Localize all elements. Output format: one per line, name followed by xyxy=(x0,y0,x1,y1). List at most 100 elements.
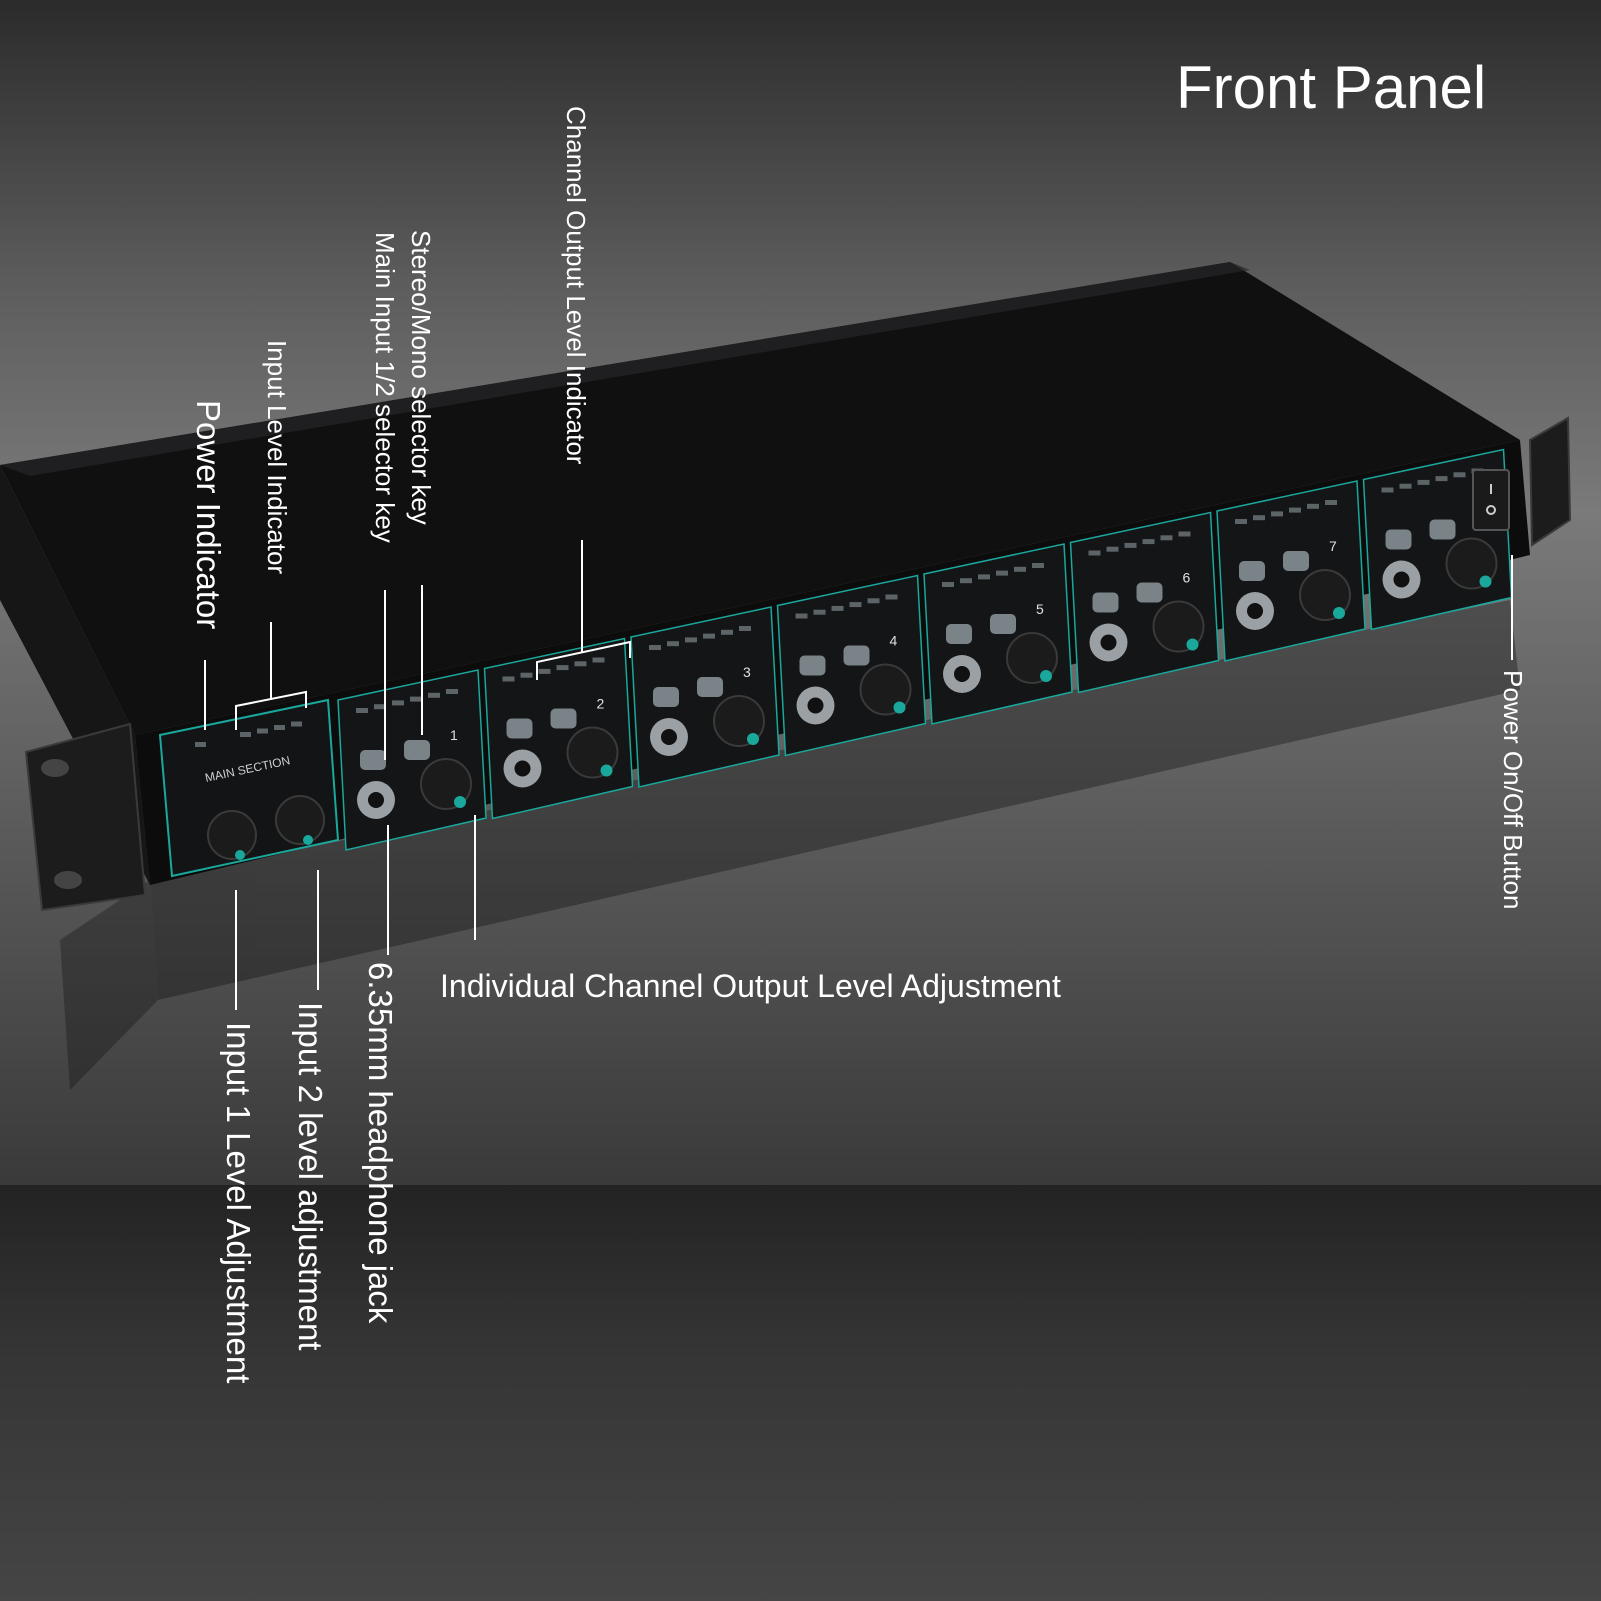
main-meter-led xyxy=(257,728,268,734)
meter-led xyxy=(1142,539,1155,545)
meter-led xyxy=(942,582,954,587)
meter-led xyxy=(1235,519,1247,524)
channel-strips: 1 2 3 4 5 6 78 xyxy=(337,448,1513,851)
jack-hole xyxy=(514,760,531,777)
channel-number: 3 xyxy=(743,664,751,680)
input-selector-key[interactable] xyxy=(946,624,972,644)
meter-led xyxy=(1325,500,1337,505)
mono-selector-key[interactable] xyxy=(404,740,430,760)
meter-led xyxy=(374,704,386,710)
knob-indicator xyxy=(747,733,759,745)
meter-led xyxy=(1435,476,1448,482)
knob-indicator xyxy=(1479,575,1492,588)
input-selector-key[interactable] xyxy=(360,750,386,770)
power-switch[interactable] xyxy=(1472,469,1510,531)
jack-hole xyxy=(1393,571,1410,588)
callout-lines xyxy=(204,540,1513,1010)
input-selector-key[interactable] xyxy=(1385,529,1412,550)
channel-number: 2 xyxy=(597,696,605,712)
jack-hole xyxy=(807,697,824,714)
meter-led xyxy=(574,661,587,667)
knob-indicator xyxy=(1040,670,1052,682)
meter-led xyxy=(721,629,733,635)
knob-indicator xyxy=(454,796,466,808)
meter-led xyxy=(960,578,972,584)
meter-led xyxy=(446,689,458,694)
channel-strip-6: 6 xyxy=(1069,511,1220,694)
meter-led xyxy=(1381,487,1394,493)
meter-led xyxy=(649,645,661,650)
channel-strip-3: 3 xyxy=(630,606,780,788)
mono-selector-key[interactable] xyxy=(990,614,1016,634)
meter-led xyxy=(849,602,862,608)
meter-led xyxy=(1417,479,1430,485)
channel-strip-2: 2 xyxy=(483,637,634,820)
input-selector-key[interactable] xyxy=(1092,592,1119,613)
mono-selector-key[interactable] xyxy=(1429,519,1456,540)
mixer-reflection xyxy=(60,600,1520,1090)
meter-led xyxy=(885,594,898,600)
meter-led xyxy=(538,668,551,674)
channel-number: 6 xyxy=(1183,570,1191,586)
mono-selector-key[interactable] xyxy=(550,708,577,729)
callout-power-indicator: Power Indicator xyxy=(190,400,227,630)
main-input-2-knob[interactable] xyxy=(275,795,325,845)
jack-hole xyxy=(368,792,384,808)
callout-channel-output-level-indicator: Channel Output Level Indicator xyxy=(561,106,591,465)
meter-led xyxy=(1307,503,1319,509)
channel-number: 5 xyxy=(1036,601,1044,617)
meter-led xyxy=(996,570,1008,576)
meter-led xyxy=(502,676,515,682)
meter-led xyxy=(392,700,404,706)
jack-hole xyxy=(954,666,970,682)
input-selector-key[interactable] xyxy=(506,718,533,739)
input-selector-key[interactable] xyxy=(1239,561,1265,581)
meter-led xyxy=(1271,511,1283,517)
callout-input1-level: Input 1 Level Adjustment xyxy=(220,1022,257,1384)
mono-selector-key[interactable] xyxy=(697,677,723,697)
mono-selector-key[interactable] xyxy=(843,645,870,666)
channel-number: 4 xyxy=(890,633,898,649)
mono-selector-key[interactable] xyxy=(1136,582,1163,603)
meter-led xyxy=(1124,542,1137,548)
jack-hole xyxy=(1100,634,1117,651)
knob-indicator xyxy=(1333,607,1345,619)
main-meter-led xyxy=(240,732,251,737)
meter-led xyxy=(703,633,715,639)
channel-strip-8: 8 xyxy=(1362,448,1513,631)
callout-stereo-mono-selector: Stereo/Mono selector key xyxy=(406,230,436,525)
meter-led xyxy=(1032,563,1044,568)
meter-led xyxy=(410,696,422,702)
callout-main-input-selector: Main Input 1/2 selector key xyxy=(370,232,400,543)
rack-ear-left xyxy=(24,722,147,912)
jack-hole xyxy=(661,729,677,745)
meter-led xyxy=(739,626,751,631)
channel-number: 1 xyxy=(450,727,458,743)
main-meter-led xyxy=(291,721,302,727)
meter-led xyxy=(1160,535,1173,541)
meter-led xyxy=(1178,531,1191,537)
meter-led xyxy=(1014,566,1026,572)
main-input-1-knob[interactable] xyxy=(207,810,257,860)
meter-led xyxy=(1088,550,1101,556)
knob-indicator xyxy=(303,835,313,845)
input-selector-key[interactable] xyxy=(799,655,826,676)
meter-led xyxy=(831,605,844,611)
mono-selector-key[interactable] xyxy=(1283,551,1309,571)
callout-individual-channel-output: Individual Channel Output Level Adjustme… xyxy=(440,968,1061,1004)
meter-led xyxy=(685,637,697,643)
meter-led xyxy=(1253,515,1265,521)
channel-strip-7: 7 xyxy=(1216,480,1366,662)
meter-led xyxy=(556,665,569,671)
meter-led xyxy=(1453,472,1466,478)
input-selector-key[interactable] xyxy=(653,687,679,707)
meter-led xyxy=(867,598,880,604)
callout-headphone-jack: 6.35mm headphone jack xyxy=(362,962,399,1324)
rack-ear-right xyxy=(1528,416,1572,547)
knob-indicator xyxy=(600,764,613,777)
meter-led xyxy=(356,708,368,713)
meter-led xyxy=(1399,483,1412,489)
meter-led xyxy=(520,672,533,678)
jack-hole xyxy=(1247,603,1263,619)
